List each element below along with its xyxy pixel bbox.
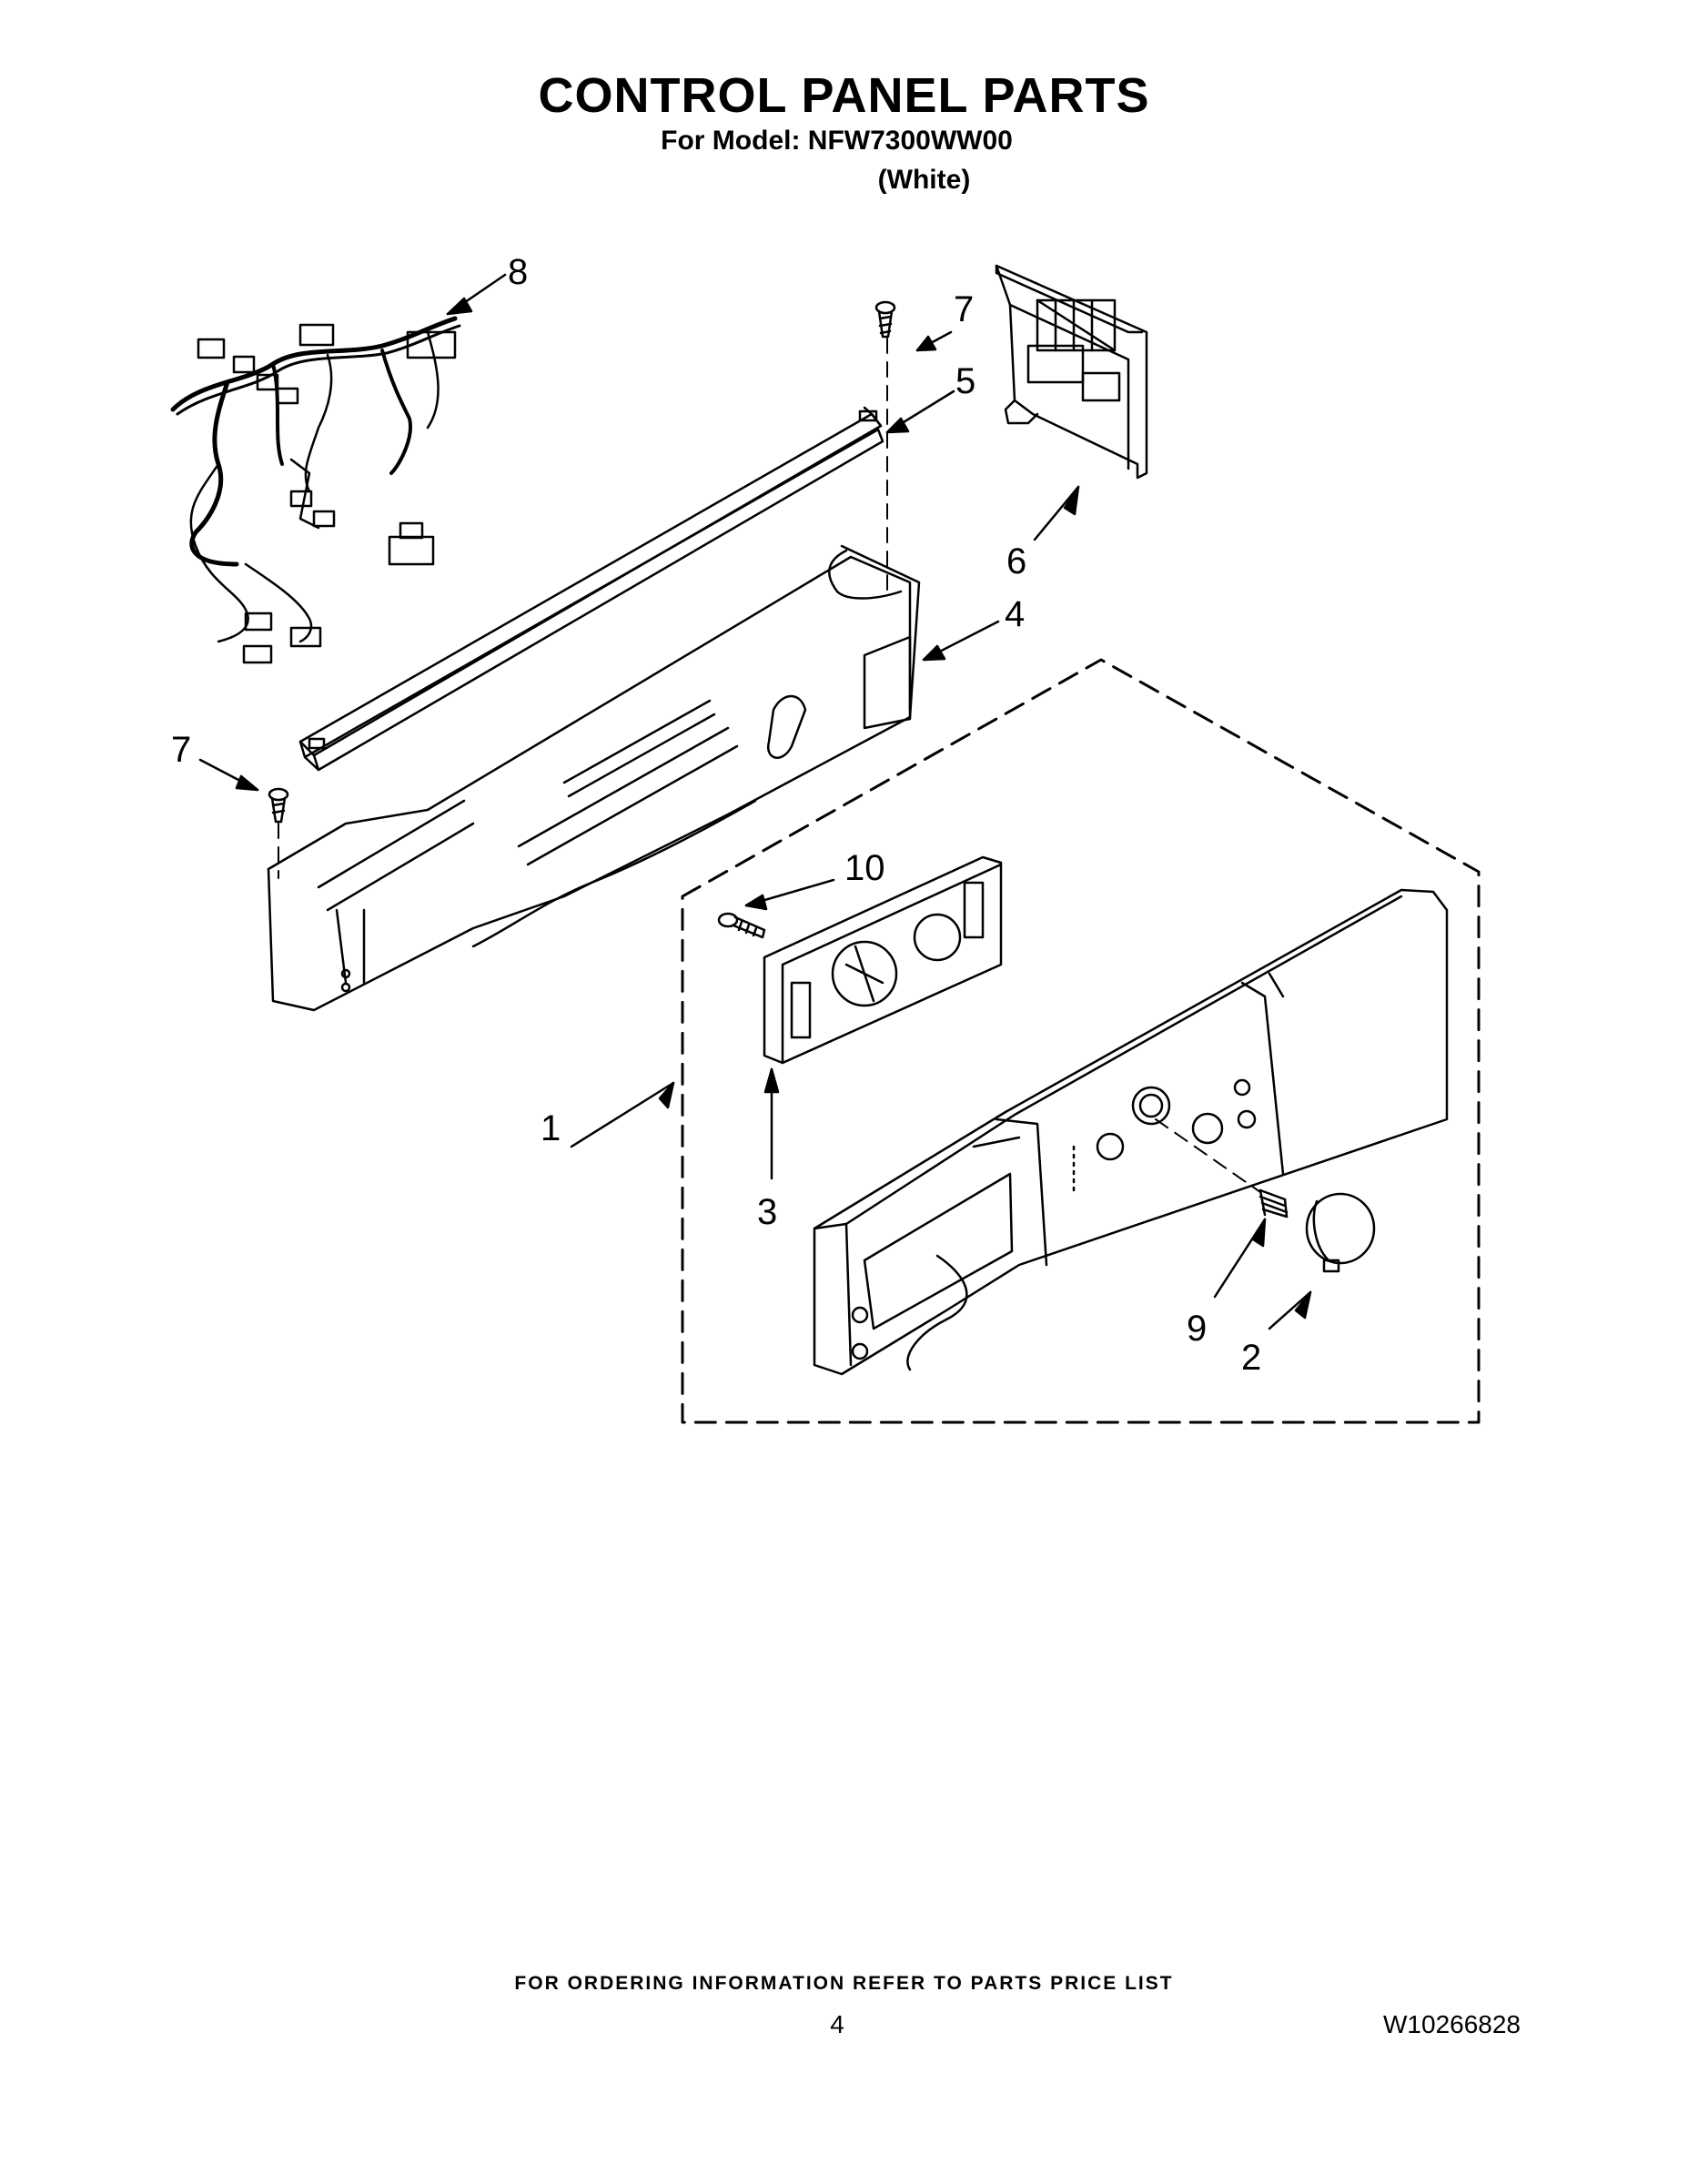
color-line: (White)	[877, 165, 971, 195]
control-board-part	[995, 264, 1148, 480]
spring-part	[1258, 1188, 1289, 1218]
page-title: CONTROL PANEL PARTS	[538, 68, 1150, 123]
callout-10: 10	[844, 848, 885, 888]
ui-board-part	[763, 855, 1003, 1065]
bracket-part	[267, 544, 921, 1012]
screw-top-part	[874, 300, 896, 339]
document-number: W10266828	[1383, 2010, 1521, 2038]
console-assembly-outline	[681, 658, 1481, 1424]
wire-harness-part	[170, 316, 461, 664]
callout-3: 3	[757, 1192, 777, 1232]
callout-4: 4	[1005, 594, 1025, 634]
callout-7-top: 7	[954, 289, 974, 329]
strip-part	[298, 406, 884, 772]
callout-1: 1	[541, 1108, 561, 1148]
callout-8: 8	[508, 252, 528, 292]
callout-9: 9	[1187, 1309, 1207, 1349]
knob-screw-part	[717, 912, 766, 939]
model-line: For Model: NFW7300WW00	[661, 126, 1013, 156]
leader-arrows	[198, 273, 1312, 1330]
callout-7-left: 7	[171, 730, 191, 770]
page-number: 4	[830, 2010, 844, 2038]
callout-2: 2	[1241, 1338, 1261, 1378]
ordering-note: FOR ORDERING INFORMATION REFER TO PARTS …	[514, 1973, 1174, 1994]
callout-6: 6	[1006, 541, 1026, 581]
screw-left-part	[268, 787, 289, 824]
callout-5: 5	[955, 361, 975, 401]
console-panel-part	[813, 888, 1449, 1376]
knob-part	[1305, 1192, 1376, 1273]
